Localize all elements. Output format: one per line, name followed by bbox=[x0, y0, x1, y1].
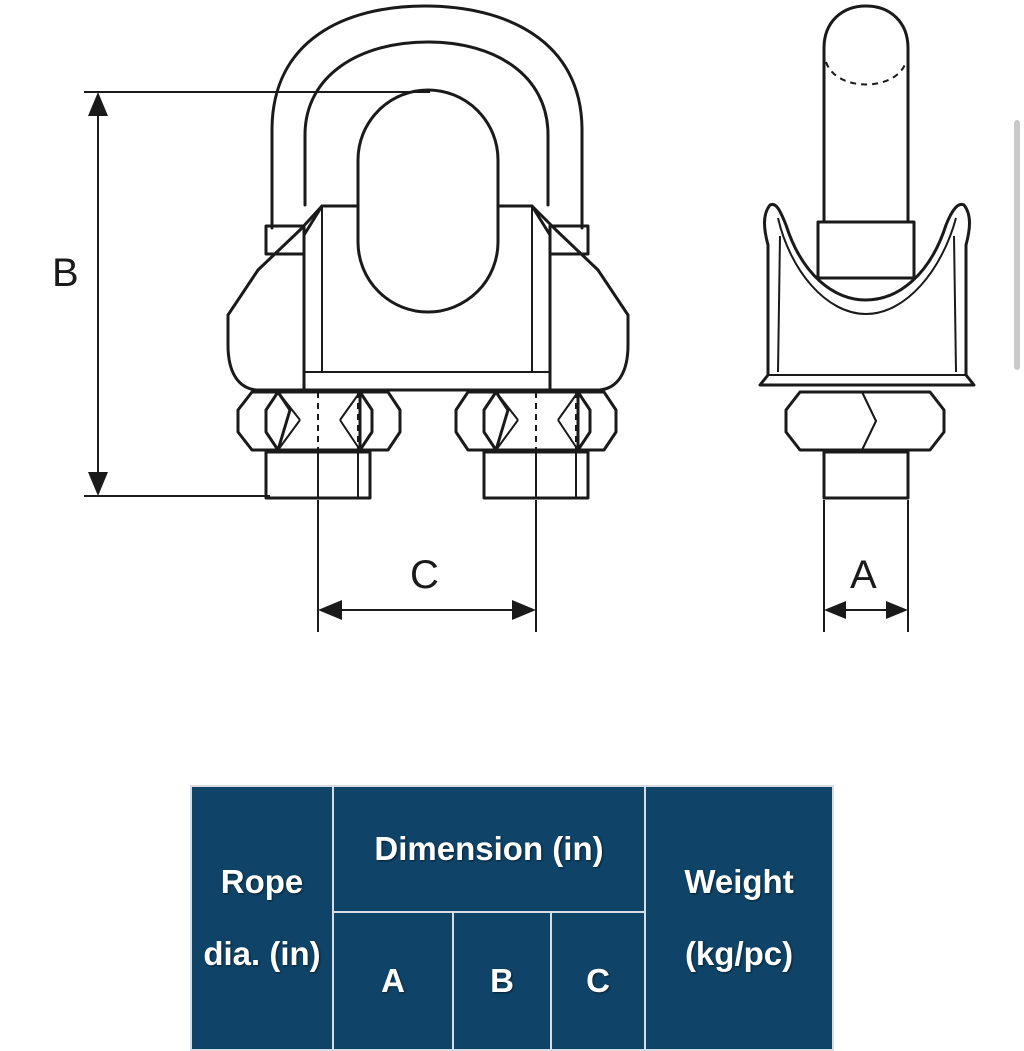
header-dimension: Dimension (in) bbox=[331, 785, 647, 913]
spec-table: Rope dia. (in) Dimension (in) Weight (kg… bbox=[190, 785, 835, 1051]
header-col-c: C bbox=[549, 911, 647, 1051]
dimension-label-a: A bbox=[850, 553, 877, 597]
header-col-b: B bbox=[452, 911, 552, 1051]
dimension-lines bbox=[84, 91, 909, 632]
header-weight: Weight (kg/pc) bbox=[644, 785, 835, 1051]
wire-rope-clip-technical-drawing: B C A bbox=[52, 4, 976, 632]
header-col-a: A bbox=[332, 911, 454, 1051]
front-view bbox=[226, 4, 630, 500]
header-rope-dia: Rope dia. (in) bbox=[190, 785, 334, 1051]
dimension-label-b: B bbox=[52, 251, 79, 295]
dimension-label-c: C bbox=[410, 553, 439, 597]
table-header-row: Rope dia. (in) Dimension (in) Weight (kg… bbox=[190, 785, 835, 1051]
page-scrollbar[interactable] bbox=[1014, 120, 1020, 370]
side-view bbox=[758, 4, 976, 500]
